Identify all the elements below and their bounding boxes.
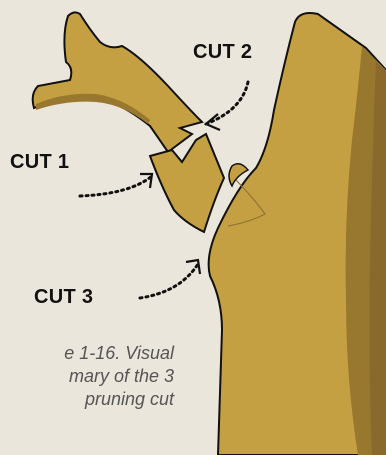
cut3-arrow: [140, 260, 200, 298]
caption-line-3: pruning cut: [0, 388, 174, 411]
cut-3-label: CUT 3: [34, 286, 93, 309]
cut1-arrow: [80, 174, 152, 196]
cut2-arrow: [206, 82, 248, 130]
cut-piece: [150, 134, 224, 232]
removed-branch: [33, 12, 202, 152]
figure-caption: e 1-16. Visual mary of the 3 pruning cut: [0, 342, 174, 411]
cut-1-label: CUT 1: [10, 151, 69, 174]
cut-2-label: CUT 2: [193, 41, 252, 64]
caption-line-1: e 1-16. Visual: [0, 342, 174, 365]
caption-line-2: mary of the 3: [0, 365, 174, 388]
